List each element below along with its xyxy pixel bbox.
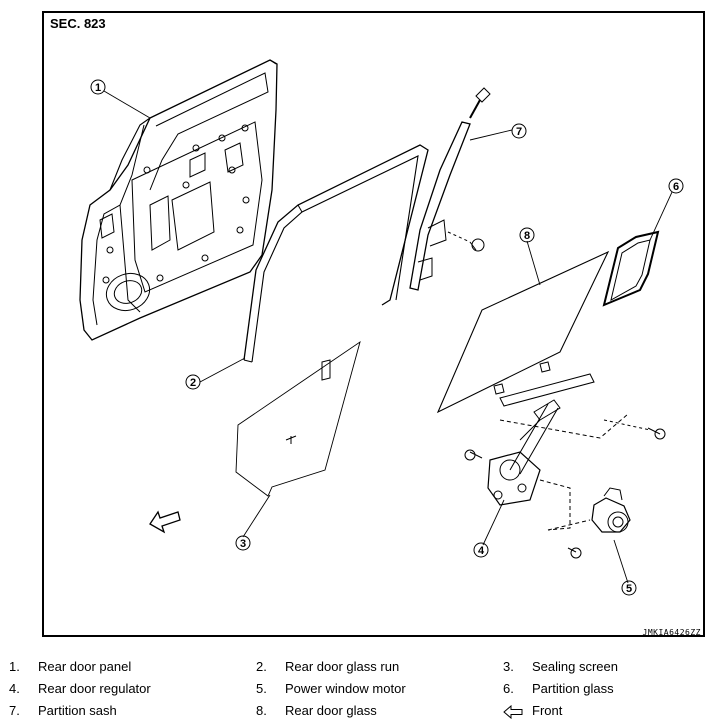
legend-text: Front — [532, 703, 563, 718]
rear-door-regulator — [464, 373, 666, 531]
svg-text:8: 8 — [524, 230, 530, 242]
callout-7: 7 — [511, 123, 527, 139]
diagram-frame — [42, 11, 705, 637]
legend-text: Rear door regulator — [38, 681, 151, 696]
legend-text: Partition glass — [532, 681, 614, 696]
legend-row-3: 7. Partition sash 8. Rear door glass Fro… — [0, 703, 717, 723]
drawing-code: JMKIA6426ZZ — [642, 628, 701, 637]
svg-text:3: 3 — [240, 538, 246, 550]
arrow-left-outline-icon — [503, 705, 523, 719]
legend-text: Rear door panel — [38, 659, 132, 674]
partition-sash — [409, 87, 491, 291]
legend-text: Rear door glass — [285, 703, 377, 718]
callout-5: 5 — [621, 580, 637, 596]
legend-num: 5. — [256, 681, 267, 696]
callout-2: 2 — [185, 374, 201, 390]
svg-text:1: 1 — [95, 82, 101, 94]
svg-text:5: 5 — [626, 583, 632, 595]
legend-text: Rear door glass run — [285, 659, 400, 674]
legend-row-1: 1. Rear door panel 2. Rear door glass ru… — [0, 659, 717, 679]
rear-door-panel — [79, 59, 278, 341]
legend-row-2: 4. Rear door regulator 5. Power window m… — [0, 681, 717, 701]
callout-markers: 1 2 3 4 5 6 7 8 — [90, 79, 684, 596]
legend-num: 8. — [256, 703, 267, 718]
callout-1: 1 — [90, 79, 106, 95]
rear-door-glass-run — [243, 144, 429, 363]
svg-text:7: 7 — [516, 126, 522, 138]
callout-3: 3 — [235, 535, 251, 551]
legend-num: 7. — [9, 703, 20, 718]
legend-num: 1. — [9, 659, 20, 674]
legend-num: 3. — [503, 659, 514, 674]
svg-text:6: 6 — [673, 181, 679, 193]
svg-text:2: 2 — [190, 377, 196, 389]
callout-8: 8 — [519, 227, 535, 243]
callout-4: 4 — [473, 542, 489, 558]
leader-lines — [103, 90, 673, 584]
partition-glass — [602, 230, 660, 307]
exploded-view-drawing: 1 2 3 4 5 6 7 8 — [79, 59, 684, 596]
section-label: SEC. 823 — [50, 16, 106, 31]
legend-num: 4. — [9, 681, 20, 696]
sealing-screen — [235, 340, 361, 497]
power-window-motor — [547, 487, 631, 559]
svg-text:4: 4 — [478, 545, 485, 557]
legend-text: Partition sash — [38, 703, 117, 718]
callout-6: 6 — [668, 178, 684, 194]
legend-text: Sealing screen — [532, 659, 618, 674]
legend-num: 2. — [256, 659, 267, 674]
legend-text: Power window motor — [285, 681, 406, 696]
legend-num: 6. — [503, 681, 514, 696]
front-direction-arrow — [149, 510, 181, 534]
rear-door-glass — [436, 250, 610, 414]
